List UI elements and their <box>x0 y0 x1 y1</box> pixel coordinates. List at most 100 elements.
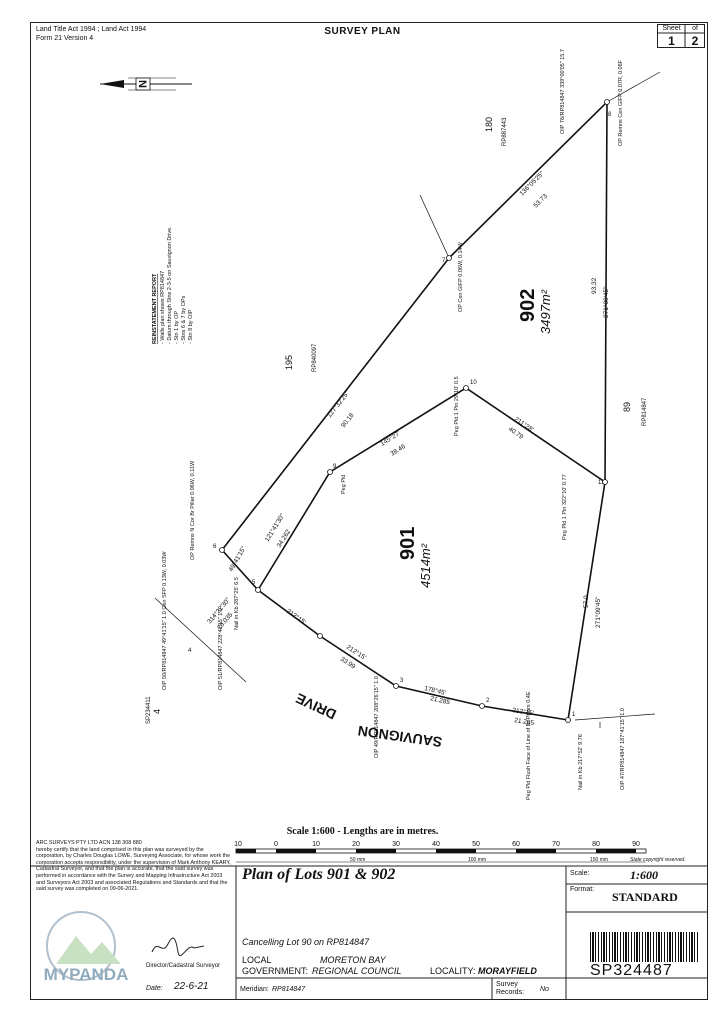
adjoining-rp-180: RP887443 <box>502 117 508 146</box>
scale-mm-100: 100 mm <box>468 857 486 863</box>
distance-8-11: 93.32 <box>591 277 598 294</box>
format-label: Format: <box>570 886 595 893</box>
local-label: LOCAL <box>242 955 272 965</box>
distance-7-8: 53.73 <box>532 193 549 210</box>
distance-11-1: 57.0 <box>583 595 590 608</box>
distance-9-10: 38.46 <box>389 443 407 458</box>
scale-tick: 80 <box>592 841 600 848</box>
survey-records-label: Survey Records: <box>496 981 525 996</box>
note-peg-flush: Peg Pld Flush Face of Line of Br Pillars… <box>526 691 532 800</box>
sheet-total: 2 <box>691 34 699 48</box>
note-station-10: Peg Pld 1 Pin 29°10' 0.5 <box>454 376 460 436</box>
scale-tick: 0 <box>274 841 278 848</box>
adjoining-lot-4: 4 <box>152 709 162 714</box>
distance-road4: 21.285 <box>514 717 535 727</box>
scale-ticks: 10 0 10 20 30 40 50 60 70 80 90 <box>234 841 640 848</box>
watermark-logo: MYPANDA <box>44 911 129 984</box>
lot-901-area: 4514m² <box>418 543 433 588</box>
station-9: 9 <box>333 464 337 470</box>
date-value: 22-6-21 <box>174 981 209 992</box>
note-station-1b: Nail in Kb 217°52' 9.76 <box>578 734 584 790</box>
note-station-4: OIP 50/RP814847 49°41'15" 1.0 Cen SFP 0.… <box>162 551 168 690</box>
north-label: N <box>136 80 148 88</box>
road-name-sauvignon: SAUVIGNON <box>357 723 443 751</box>
scale-tick: 10 <box>312 841 320 848</box>
adjoining-lot-195: 195 <box>284 355 294 370</box>
format-value: STANDARD <box>612 890 678 904</box>
locality-value: MORAYFIELD <box>478 966 537 976</box>
locality-label: LOCALITY: <box>430 966 476 976</box>
scale-tick: 90 <box>632 841 640 848</box>
bearing-8-11: 271°09'45" <box>602 286 610 318</box>
local-value: MORETON BAY <box>320 955 386 965</box>
reinstatement-line-1: - Walls plan shows RP814847 <box>160 271 166 344</box>
scale-mm-150: 150 mm <box>590 857 608 863</box>
watermark-text: MYPANDA <box>44 965 129 984</box>
lot-labels: 901 4514m² 902 3497m² <box>397 289 553 588</box>
road-name-drive: DRIVE <box>293 690 339 723</box>
adjoining-lot-89: 89 <box>622 402 632 412</box>
bearing-7-8: 136°05'25" <box>518 169 546 197</box>
distance-6-7: 90.18 <box>340 412 356 429</box>
adjoining-lots: 195 RP840097 180 RP887443 89 RP814847 4 … <box>146 117 648 724</box>
note-station-3: OIP 49/RP814847 208°26'15" 1.0 <box>374 676 380 758</box>
note-station-8b: OP Remns Cen GIFP 0.07R, 0.08F <box>618 59 624 146</box>
extension-lines <box>154 71 661 728</box>
bearing-road1: 212°15' <box>285 607 308 626</box>
scale-tick: 70 <box>552 841 560 848</box>
reinstatement-report: REINSTATEMENT REPORT - Walls plan shows … <box>152 226 194 344</box>
scale-tick: 60 <box>512 841 520 848</box>
signature <box>151 937 205 957</box>
copyright: State copyright reserved. <box>630 857 686 863</box>
lot-902-number: 902 <box>517 289 539 322</box>
bearing-road4: 212°15' <box>512 706 535 717</box>
station-2: 2 <box>486 698 490 704</box>
lot-902-area: 3497m² <box>538 289 553 334</box>
scale-tick: 10 <box>234 841 242 848</box>
station-10: 10 <box>470 380 477 386</box>
adjoining-rp-195: RP840097 <box>312 343 318 372</box>
note-station-8: OIP 76/RP814847 339°00'05" 15.7 <box>560 49 566 134</box>
sheet-box: Sheet of 1 2 <box>657 24 705 48</box>
cancelling-text: Cancelling Lot 90 on RP814847 <box>242 937 370 947</box>
bearings-distances: 136°05'25" 53.73 127°32'25" 90.18 93.32 … <box>205 169 610 727</box>
note-station-9: Peg Pld <box>341 475 347 494</box>
lot-901-number: 901 <box>397 527 419 560</box>
reinstatement-line-3: - Stn 1 by OP <box>174 311 180 344</box>
note-station-11: Peg Pld 1 Pin 322°10' 0.77 <box>562 474 568 540</box>
road-names: SAUVIGNON DRIVE <box>293 690 443 750</box>
sheet-number: 1 <box>668 34 675 48</box>
surveyor-company: ARC SURVEYS PTY LTD ACN 138 308 880 <box>36 840 142 846</box>
reference-notes: OIP 76/RP814847 339°00'05" 15.7 OP Remns… <box>162 49 626 800</box>
station-7: 7 <box>442 258 446 264</box>
meridian-value: RP814847 <box>272 986 306 993</box>
reinstatement-title: REINSTATEMENT REPORT <box>152 273 158 344</box>
acts-text: Land Title Act 1994 ; Land Act 1994 <box>36 26 147 33</box>
page-title: SURVEY PLAN <box>324 26 401 37</box>
reinstatement-line-4: - Stns 6 & 7 by OPs <box>181 295 187 344</box>
act-reference: Land Title Act 1994 ; Land Act 1994 Form… <box>36 25 146 43</box>
form-version: Form 21 Version 4 <box>36 35 94 42</box>
sheet-label: Sheet <box>662 25 681 32</box>
north-arrow: N <box>100 77 192 91</box>
station-markers <box>219 99 610 723</box>
plan-number: SP324487 <box>590 962 673 979</box>
date-label: Date: <box>146 985 163 992</box>
scale-bar <box>235 848 647 863</box>
meridian-label: Meridian: <box>240 986 269 993</box>
scale-mm-50: 50 mm <box>350 857 365 863</box>
plan-title: Plan of Lots 901 & 902 <box>242 866 396 883</box>
government-value: REGIONAL COUNCIL <box>312 966 402 976</box>
note-station-5b: OIP 51/RP814847 228°41'15" 1.0 <box>218 608 224 690</box>
station-4: 4 <box>188 648 192 654</box>
reinstatement-line-5: - Stn 8 by OIP <box>188 309 194 344</box>
adjoining-rp-4: SP234411 <box>146 696 152 724</box>
station-1: 1 <box>572 712 576 718</box>
scale-value: 1:600 <box>630 868 658 882</box>
scale-label: Scale: <box>570 870 590 877</box>
certificate-text: hereby certify that the land comprised i… <box>36 846 231 893</box>
adjoining-lot-180: 180 <box>484 117 494 132</box>
lot-boundaries <box>221 100 608 721</box>
bearing-9-10: 145°27' <box>379 429 402 447</box>
